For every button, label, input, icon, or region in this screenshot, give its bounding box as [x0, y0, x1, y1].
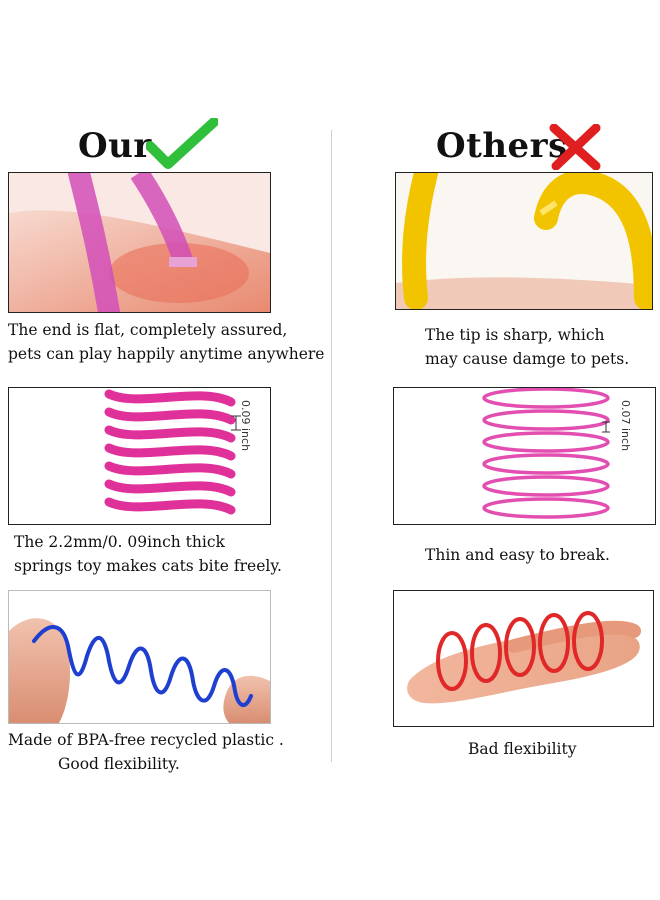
our-caption-1: The end is flat, completely assured, pet… — [8, 318, 324, 366]
others-caption-1: The tip is sharp, which may cause damge … — [425, 323, 629, 371]
caption-line: Good flexibility. — [58, 755, 180, 773]
others-red-spring-photo — [393, 590, 654, 727]
cross-icon — [549, 124, 601, 170]
others-heading-text: Others — [436, 126, 568, 166]
our-thick-spring-photo — [8, 387, 271, 525]
caption-line: Made of BPA-free recycled plastic . — [8, 731, 284, 749]
column-divider — [331, 130, 332, 762]
caption-line: The tip is sharp, which — [425, 326, 605, 344]
others-sharp-tip-photo — [395, 172, 653, 310]
caption-line: Thin and easy to break. — [425, 546, 610, 564]
our-measure-label: 0.09 inch — [239, 400, 252, 452]
caption-line: Bad flexibility — [468, 740, 577, 758]
check-icon — [146, 118, 218, 169]
others-thin-spring-photo — [393, 387, 656, 525]
caption-line: may cause damge to pets. — [425, 350, 630, 368]
caption-line: springs toy makes cats bite freely. — [14, 557, 282, 575]
others-caption-2: Thin and easy to break. — [425, 543, 610, 567]
our-caption-2: The 2.2mm/0. 09inch thick springs toy ma… — [14, 530, 282, 578]
others-measure-label: 0.07 inch — [619, 400, 632, 452]
our-flat-end-photo — [8, 172, 271, 313]
others-heading: Others — [436, 126, 568, 166]
caption-line: pets can play happily anytime anywhere — [8, 345, 325, 363]
caption-line: The end is flat, completely assured, — [8, 321, 288, 339]
our-blue-spring-photo — [8, 590, 271, 724]
our-heading-text: Our — [78, 126, 152, 166]
others-caption-3: Bad flexibility — [468, 737, 576, 761]
caption-line: The 2.2mm/0. 09inch thick — [14, 533, 225, 551]
our-caption-3: Made of BPA-free recycled plastic . Good… — [8, 728, 308, 776]
our-heading: Our — [78, 126, 152, 166]
